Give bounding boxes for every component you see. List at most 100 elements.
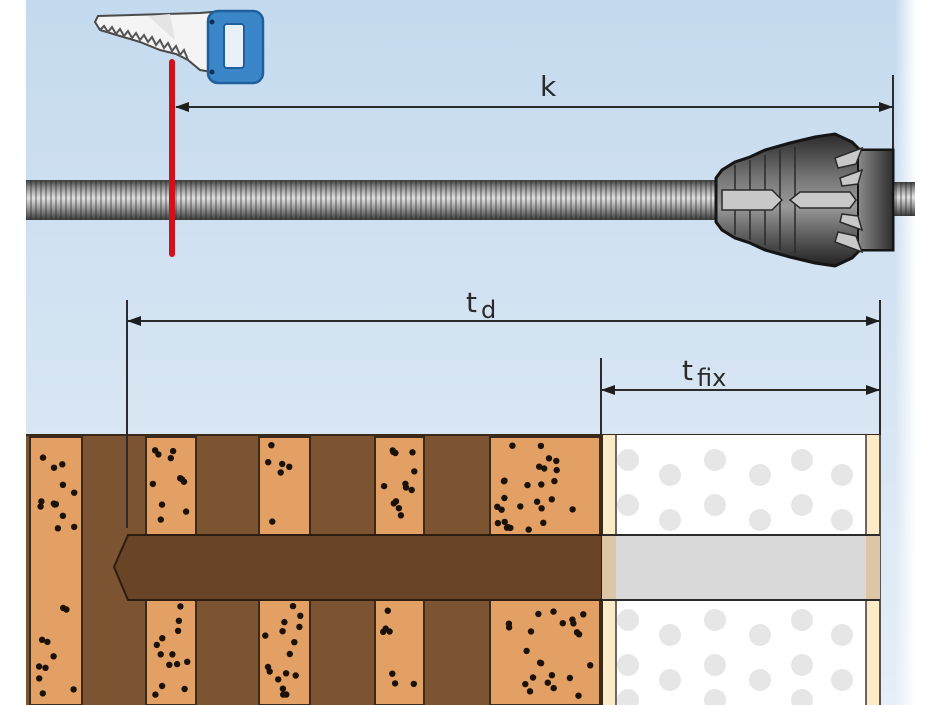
aggregate-dot <box>178 476 186 483</box>
aggregate-dot <box>529 674 537 681</box>
aggregate-dot <box>158 682 166 690</box>
aggregate-dot <box>291 639 298 646</box>
aggregate-dot <box>286 650 293 658</box>
aggregate-dot <box>569 506 576 513</box>
aggregate-dot <box>501 494 508 502</box>
fixture-dot <box>617 449 639 471</box>
aggregate-dot <box>566 674 574 682</box>
aggregate-dot <box>280 691 287 698</box>
aggregate-dot <box>505 620 513 627</box>
aggregate-dot <box>166 661 173 668</box>
dimension-k: k <box>175 70 894 150</box>
aggregate-dot <box>279 628 286 635</box>
aggregate-dot <box>177 603 184 610</box>
saw-teeth <box>99 24 189 61</box>
fixture-dot <box>791 494 813 516</box>
aggregate-dot <box>559 620 566 627</box>
aggregate-dot <box>533 498 541 505</box>
aggregate-dot <box>587 662 594 669</box>
fixture-dot <box>749 624 771 646</box>
hole-through-plaster-left <box>602 535 616 600</box>
fixture-dot <box>831 624 853 646</box>
hole-through-fixture <box>616 535 866 600</box>
fixture-dot <box>704 494 726 516</box>
aggregate-dot <box>409 449 416 456</box>
aggregate-dot <box>36 675 43 682</box>
aggregate-dot <box>391 680 399 687</box>
k-label: k <box>540 70 557 103</box>
aggregate-dot <box>537 660 545 667</box>
aggregate-dot <box>575 692 582 699</box>
saw-rivet-bottom <box>209 69 215 75</box>
aggregate-dot <box>389 670 396 677</box>
fixture-dot <box>704 609 726 631</box>
fixture-dot <box>617 689 639 705</box>
aggregate-dot <box>526 688 534 695</box>
aggregate-dot <box>173 660 181 668</box>
fixture-texture-dots <box>617 449 853 705</box>
aggregate-dot <box>71 523 78 531</box>
aggregate-dot <box>282 670 290 677</box>
fixture-dot <box>791 609 813 631</box>
drill-hole <box>112 534 880 601</box>
aggregate-dot <box>525 526 532 533</box>
aggregate-dot <box>540 519 547 526</box>
fixture-dot <box>617 494 639 516</box>
anchor-sleeve <box>714 132 895 268</box>
aggregate-dot <box>408 486 415 494</box>
aggregate-dot <box>392 449 399 457</box>
aggregate-dot <box>266 668 273 675</box>
aggregate-dot <box>152 691 159 698</box>
aggregate-dot <box>411 468 418 475</box>
aggregate-dot <box>151 447 159 454</box>
aggregate-dot <box>277 469 284 476</box>
fixture-dot <box>659 669 681 691</box>
aggregate-dot <box>59 481 67 488</box>
aggregate-dot <box>38 636 46 643</box>
aggregate-dot <box>289 602 297 610</box>
fixture-dot <box>704 654 726 676</box>
aggregate-dot <box>38 498 45 505</box>
aggregate-dot <box>44 638 51 646</box>
fixture-dot <box>617 609 639 631</box>
aggregate-dot <box>50 464 58 471</box>
aggregate-dot <box>380 482 388 490</box>
fixture-dot <box>749 464 771 486</box>
aggregate-dot <box>524 481 531 489</box>
aggregate-dot <box>410 680 417 688</box>
aggregate-dot <box>158 501 166 508</box>
aggregate-dot <box>538 505 545 512</box>
fixture-dot <box>791 449 813 471</box>
aggregate-dot <box>575 631 583 638</box>
aggregate-dot <box>269 518 276 525</box>
aggregate-dot <box>159 635 166 642</box>
saw-rivet-top <box>209 19 215 25</box>
aggregate-dot <box>402 484 410 491</box>
aggregate-dot <box>501 518 508 526</box>
aggregate-dot <box>292 672 299 679</box>
aggregate-dot <box>500 478 508 485</box>
anchor-slots <box>721 146 864 254</box>
aggregate-dot <box>498 506 505 513</box>
aggregate-dot <box>279 460 286 468</box>
aggregate-dot <box>548 672 556 679</box>
rod-thread <box>26 180 726 220</box>
aggregate-dot <box>580 611 587 618</box>
aggregate-dot <box>522 680 529 688</box>
aggregate-dot <box>538 481 545 488</box>
fixture-dot <box>659 509 681 531</box>
aggregate-dot <box>70 686 77 693</box>
brick-web-1 <box>29 436 83 705</box>
aggregate-dot <box>175 617 183 624</box>
aggregate-dot <box>545 455 553 462</box>
aggregate-dot <box>265 459 272 466</box>
hole-through-plaster-right <box>866 535 880 600</box>
aggregate-dot <box>517 503 524 510</box>
aggregate-dot <box>71 489 78 496</box>
aggregate-dot <box>536 463 543 470</box>
aggregate-dot <box>384 607 391 614</box>
